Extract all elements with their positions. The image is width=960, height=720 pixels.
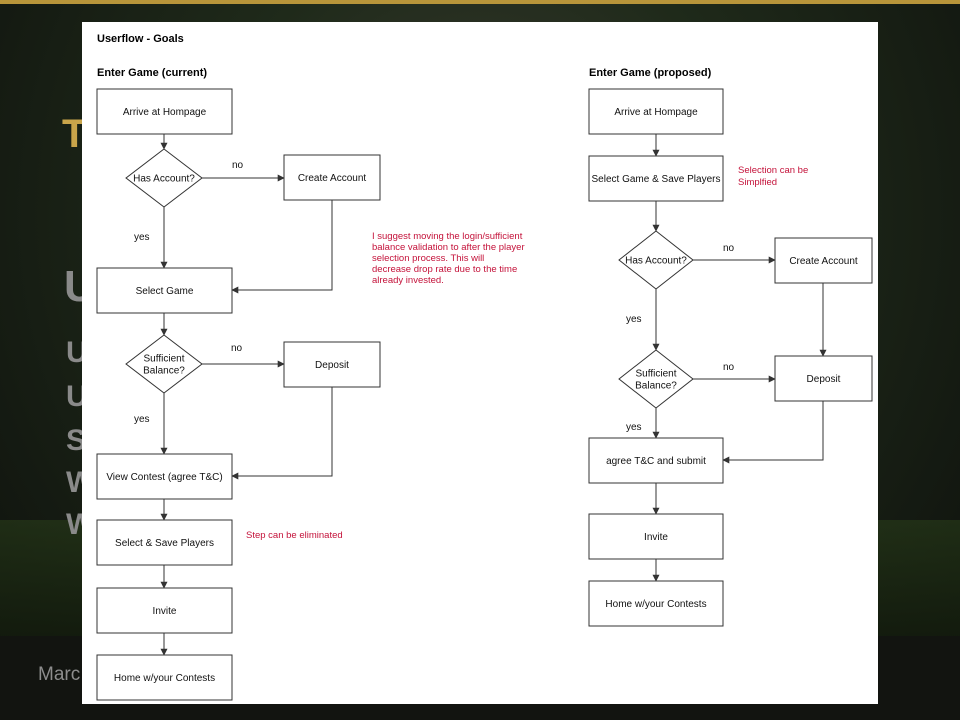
process-box xyxy=(96,519,233,566)
process-box xyxy=(588,513,724,560)
node-label: Balance? xyxy=(635,381,677,392)
edge-label-no: no xyxy=(723,243,735,254)
annotation-line: Step can be eliminated xyxy=(246,530,343,541)
background-letter: S xyxy=(66,424,87,457)
notes-layer: I suggest moving the login/sufficientbal… xyxy=(246,165,808,541)
process-p-agree: agree T&C and submit xyxy=(588,437,724,484)
annotation-note-login: I suggest moving the login/sufficientbal… xyxy=(372,231,525,286)
current-heading: Enter Game (current) xyxy=(97,67,207,79)
process-box xyxy=(96,654,233,701)
diagram-panel: Userflow - Goals Enter Game (current) En… xyxy=(82,22,878,704)
node-label: Create Account xyxy=(789,256,858,267)
node-label: Arrive at Hompage xyxy=(614,107,698,118)
node-label: Arrive at Hompage xyxy=(123,107,207,118)
process-p-contests: Home w/your Contests xyxy=(588,580,724,627)
process-p-deposit: Deposit xyxy=(774,355,873,402)
annotation-line: balance validation to after the player xyxy=(372,242,525,253)
node-label: Home w/your Contests xyxy=(114,673,215,684)
top-accent-bar xyxy=(0,0,960,4)
node-label: Home w/your Contests xyxy=(605,599,706,610)
edge-label-no: no xyxy=(232,160,244,171)
decision-shape xyxy=(125,334,203,394)
process-p-invite: Invite xyxy=(588,513,724,560)
process-box xyxy=(588,580,724,627)
process-c-invite: Invite xyxy=(96,587,233,634)
edges-layer: no yes no yes no yes no yes xyxy=(134,134,827,656)
process-c-create: Create Account xyxy=(283,154,381,201)
node-label: View Contest (agree T&C) xyxy=(106,472,222,483)
node-label: Has Account? xyxy=(625,256,687,267)
process-c-view: View Contest (agree T&C) xyxy=(96,453,233,500)
userflow-diagram: Userflow - Goals Enter Game (current) En… xyxy=(96,33,873,701)
annotation-line: decrease drop rate due to the time xyxy=(372,264,517,275)
annotation-line: already invested. xyxy=(372,275,444,286)
node-label: Create Account xyxy=(298,173,367,184)
edge-label-no: no xyxy=(231,343,243,354)
node-label: Select Game & Save Players xyxy=(592,174,721,185)
process-box xyxy=(96,587,233,634)
background-footer-text: Marc xyxy=(38,664,81,685)
proposed-heading: Enter Game (proposed) xyxy=(589,67,712,79)
decision-shape xyxy=(618,230,694,290)
node-label: Has Account? xyxy=(133,174,195,185)
node-label: Sufficient xyxy=(144,354,185,365)
process-box xyxy=(96,88,233,135)
annotation-line: Simplfied xyxy=(738,177,777,188)
process-c-contests: Home w/your Contests xyxy=(96,654,233,701)
node-label: Deposit xyxy=(807,374,841,385)
edge-label-yes: yes xyxy=(626,422,642,433)
annotation-note-eliminate: Step can be eliminated xyxy=(246,530,343,541)
edge-c-deposit-to-c-view xyxy=(231,387,333,480)
edge-label-yes: yes xyxy=(626,314,642,325)
annotation-line: I suggest moving the login/sufficient xyxy=(372,231,523,242)
process-c-select: Select Game xyxy=(96,267,233,314)
edge-p-deposit-to-p-agree xyxy=(722,401,824,464)
process-c-deposit: Deposit xyxy=(283,341,381,388)
process-c-players: Select & Save Players xyxy=(96,519,233,566)
process-p-create: Create Account xyxy=(774,237,873,284)
node-label: Invite xyxy=(644,532,668,543)
process-box xyxy=(774,355,873,402)
edge-label-yes: yes xyxy=(134,232,150,243)
node-label: Invite xyxy=(153,606,177,617)
edge-c-create-to-c-select xyxy=(231,200,333,294)
process-box xyxy=(96,453,233,500)
edge-label-yes: yes xyxy=(134,414,150,425)
node-label: Balance? xyxy=(143,366,185,377)
decision-shape xyxy=(618,349,694,409)
annotation-line: selection process. This will xyxy=(372,253,484,264)
decision-c-hasacc: Has Account? xyxy=(125,148,203,208)
process-box xyxy=(283,341,381,388)
node-label: Deposit xyxy=(315,360,349,371)
edge-label-no: no xyxy=(723,362,735,373)
node-label: Sufficient xyxy=(636,369,677,380)
process-p-home: Arrive at Hompage xyxy=(588,88,724,135)
annotation-line: Selection can be xyxy=(738,165,808,176)
diagram-title: Userflow - Goals xyxy=(97,33,184,45)
process-box xyxy=(588,437,724,484)
process-box xyxy=(774,237,873,284)
decision-shape xyxy=(125,148,203,208)
process-box xyxy=(283,154,381,201)
process-box xyxy=(588,88,724,135)
decision-p-hasacc: Has Account? xyxy=(618,230,694,290)
process-box xyxy=(96,267,233,314)
process-c-home: Arrive at Hompage xyxy=(96,88,233,135)
node-label: agree T&C and submit xyxy=(606,456,706,467)
process-box xyxy=(588,155,724,202)
node-label: Select Game xyxy=(136,286,194,297)
process-p-select: Select Game & Save Players xyxy=(588,155,724,202)
node-label: Select & Save Players xyxy=(115,538,214,549)
